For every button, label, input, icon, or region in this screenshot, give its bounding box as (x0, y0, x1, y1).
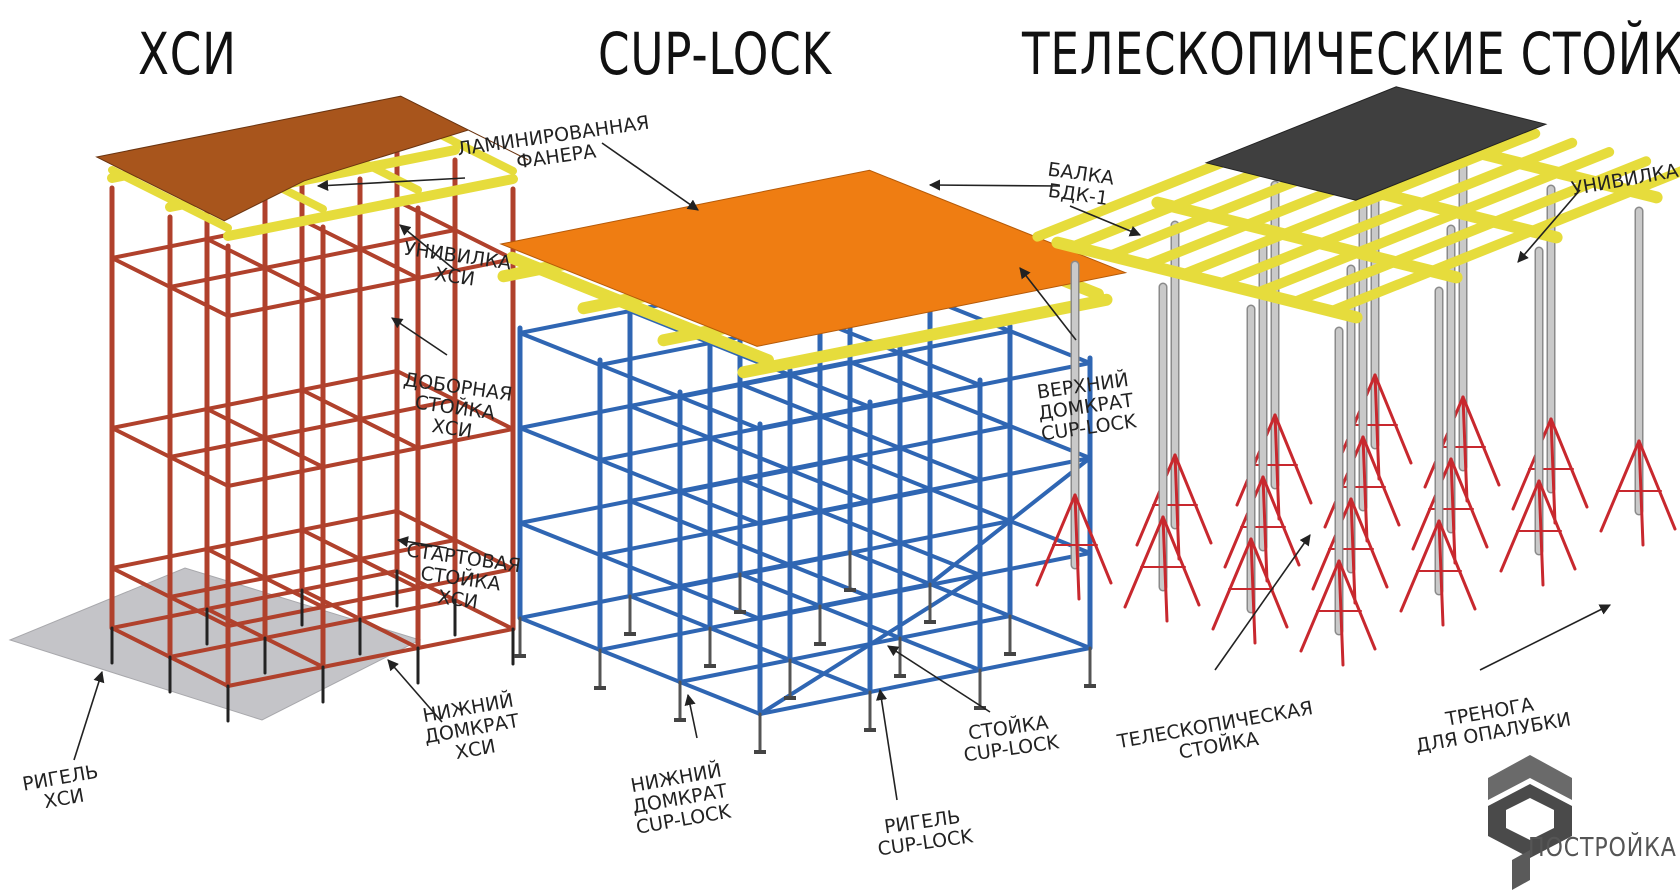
postroyka-logo-icon (1488, 755, 1572, 890)
title-hsi: ХСИ (138, 20, 237, 88)
telescopic-props-drawing (1032, 86, 1680, 667)
hsi-tower-drawing (8, 95, 529, 723)
cuplock-tower-drawing (497, 169, 1128, 754)
logo-text: ПОСТРОЙКА (1528, 833, 1677, 863)
label-upper-jack-cuplock: ВЕРХНИЙ ДОМКРАТ CUP-LOCK (1035, 368, 1138, 446)
label-leader-lines (73, 142, 1612, 801)
label-beam-bdk: БАЛКА БДК-1 (1046, 158, 1116, 210)
title-telescopic: ТЕЛЕСКОПИЧЕСКИЕ СТОЙКИ (1022, 20, 1680, 88)
title-cuplock: CUP-LOCK (598, 20, 833, 88)
